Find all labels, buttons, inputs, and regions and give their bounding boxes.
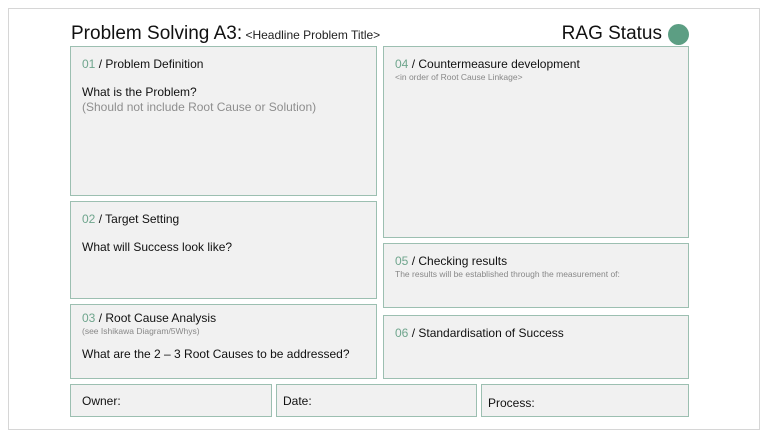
rag-status-indicator-icon[interactable] [668, 23, 689, 45]
section-target-setting[interactable]: 02 / Target Setting What will Success lo… [70, 201, 377, 299]
section-number: 03 [82, 311, 96, 325]
section-question: What is the Problem? [82, 85, 197, 99]
section-heading: 06 / Standardisation of Success [395, 326, 677, 341]
section-number: 06 [395, 326, 409, 340]
section-countermeasure-development[interactable]: 04 / Countermeasure development <in orde… [383, 46, 689, 238]
section-checking-results[interactable]: 05 / Checking results The results will b… [383, 243, 689, 308]
section-title: Target Setting [105, 212, 180, 226]
section-root-cause-analysis[interactable]: 03 / Root Cause Analysis (see Ishikawa D… [70, 304, 377, 379]
section-title: Problem Definition [105, 57, 204, 71]
section-note: The results will be established through … [395, 269, 620, 279]
section-title: Countermeasure development [418, 57, 580, 71]
section-heading: 01 / Problem Definition [82, 57, 365, 72]
section-separator: / [408, 326, 419, 340]
title-separator: : [236, 23, 243, 44]
rag-status: RAG Status [562, 22, 689, 46]
section-standardisation-of-success[interactable]: 06 / Standardisation of Success [383, 315, 689, 379]
section-title: Standardisation of Success [418, 326, 564, 340]
owner-label: Owner: [82, 393, 121, 408]
section-title: Checking results [418, 254, 508, 268]
headline-problem-title[interactable]: <Headline Problem Title> [242, 28, 381, 42]
section-note: (see Ishikawa Diagram/5Whys) [82, 326, 200, 336]
section-number: 02 [82, 212, 96, 226]
section-heading: 02 / Target Setting [82, 212, 365, 227]
section-question: What will Success look like? [82, 240, 233, 254]
section-heading: 03 / Root Cause Analysis [82, 311, 365, 326]
section-hint: (Should not include Root Cause or Soluti… [82, 100, 317, 114]
section-heading: 05 / Checking results [395, 254, 677, 269]
rag-status-label: RAG Status [561, 23, 662, 44]
date-label: Date: [283, 393, 312, 408]
section-number: 04 [395, 57, 409, 71]
section-note: <in order of Root Cause Linkage> [395, 72, 523, 82]
section-separator: / [95, 311, 106, 325]
section-number: 05 [395, 254, 409, 268]
section-separator: / [95, 212, 106, 226]
section-title: Root Cause Analysis [105, 311, 217, 325]
process-label: Process: [488, 395, 535, 410]
owner-field[interactable]: Owner: [70, 384, 272, 417]
process-field[interactable]: Process: [481, 384, 689, 417]
section-problem-definition[interactable]: 01 / Problem Definition What is the Prob… [70, 46, 377, 196]
page-title: Problem Solving A3: <Headline Problem Ti… [71, 22, 380, 47]
section-separator: / [95, 57, 106, 71]
section-separator: / [408, 57, 419, 71]
date-field[interactable]: Date: [276, 384, 477, 417]
section-question: What are the 2 – 3 Root Causes to be add… [82, 347, 350, 361]
section-heading: 04 / Countermeasure development [395, 57, 677, 72]
section-number: 01 [82, 57, 96, 71]
section-separator: / [408, 254, 419, 268]
title-main: Problem Solving A3 [71, 23, 237, 44]
